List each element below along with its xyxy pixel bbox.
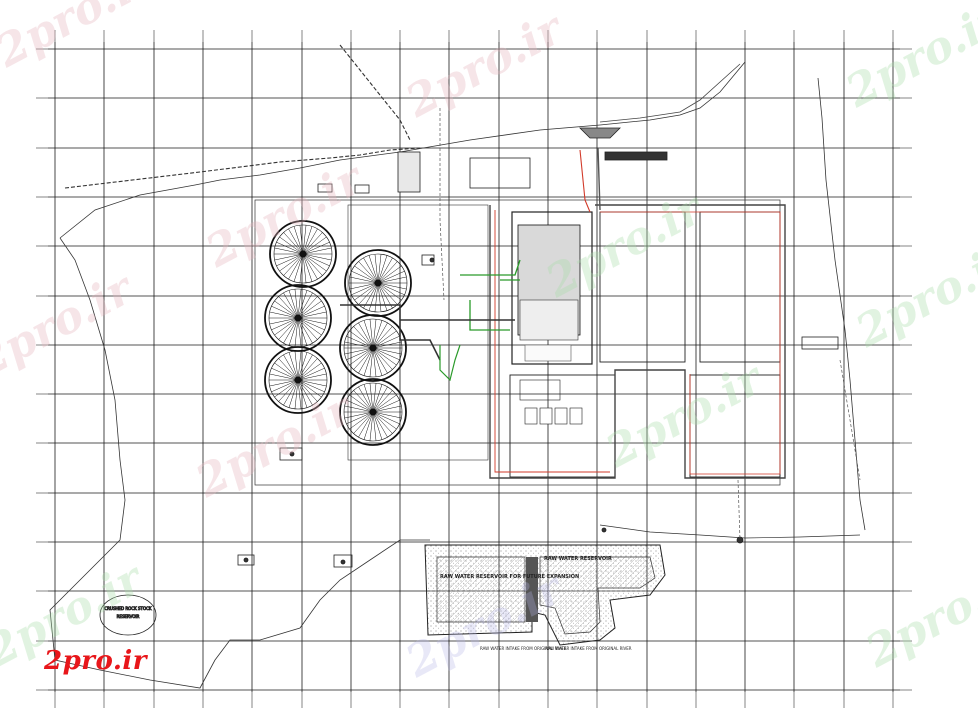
clarifier-tank	[264, 346, 332, 414]
clarifier-tank	[339, 378, 407, 446]
intake-structures	[237, 127, 839, 568]
grid-tick-marks	[36, 30, 912, 708]
coordinate-grid	[48, 42, 900, 692]
circular-tank-sw: CRUSHED ROCK STOCK RESERVOIR	[99, 594, 157, 636]
reservoir-label: RAW WATER RESERVOIR	[544, 556, 612, 562]
clarifier-tank	[264, 284, 332, 352]
svg-text:CRUSHED ROCK STOCK: CRUSHED ROCK STOCK	[104, 606, 151, 611]
process-area	[347, 204, 489, 461]
reservoir-future-label: RAW WATER RESERVOIR FOR FUTURE EXPANSION	[440, 574, 579, 580]
internal-roads	[340, 147, 786, 479]
clarifier-tank	[269, 220, 337, 288]
east-boundary	[817, 77, 866, 531]
filter-cells	[519, 379, 583, 425]
clarifier-tank	[339, 314, 407, 382]
intake-label-1: RAW WATER INTAKE FROM ORIGINAL RIVER	[480, 646, 567, 651]
south-boundary	[599, 524, 861, 539]
svg-text:RESERVOIR: RESERVOIR	[117, 614, 140, 619]
access-line-north	[64, 44, 421, 189]
clarifier-tanks	[264, 220, 412, 446]
site-logo: 2pro.ir	[44, 646, 147, 676]
clarifier-tank	[344, 249, 412, 317]
raw-water-reservoir	[424, 544, 666, 646]
intake-label-2: RAW WATER INTAKE FROM ORIGINAL RIVER	[545, 646, 632, 651]
pipeline-dashed	[439, 108, 861, 541]
treatment-building	[511, 211, 593, 365]
road-ne	[599, 63, 741, 123]
